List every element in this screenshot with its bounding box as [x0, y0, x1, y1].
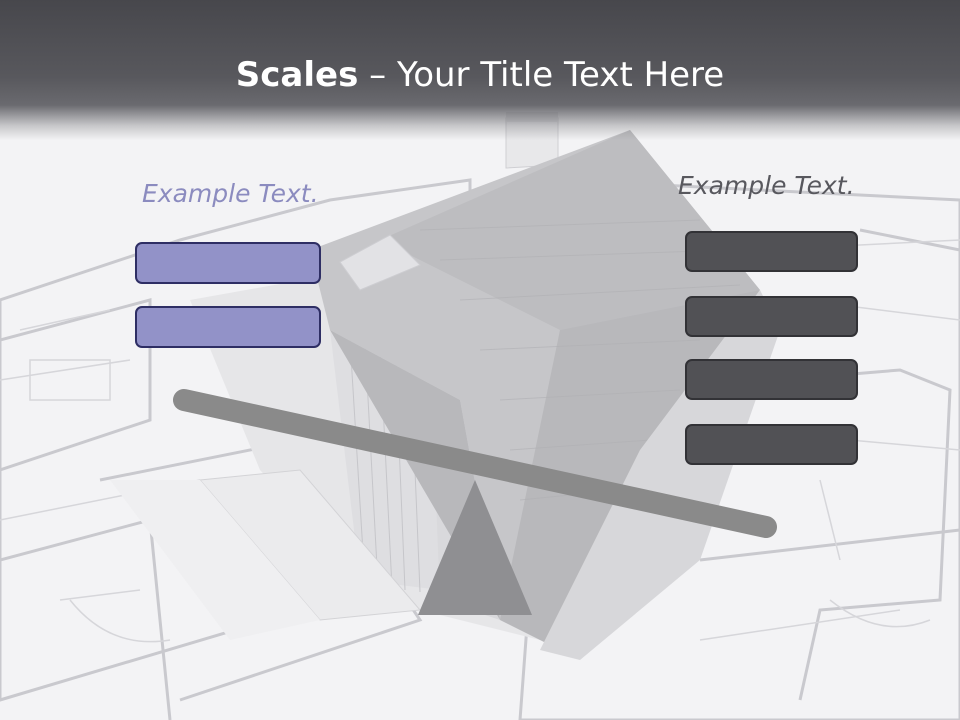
right-box-2	[685, 296, 858, 337]
right-box-1	[685, 231, 858, 272]
slide-title: Scales – Your Title Text Here	[0, 52, 960, 98]
left-box-1	[135, 242, 321, 284]
left-box-2	[135, 306, 321, 348]
right-heading: Example Text.	[678, 171, 855, 200]
left-heading: Example Text.	[142, 179, 319, 208]
title-rest: – Your Title Text Here	[358, 55, 725, 95]
title-bold: Scales	[235, 55, 359, 95]
right-box-4	[685, 424, 858, 465]
title-bar	[0, 0, 960, 140]
right-box-3	[685, 359, 858, 400]
